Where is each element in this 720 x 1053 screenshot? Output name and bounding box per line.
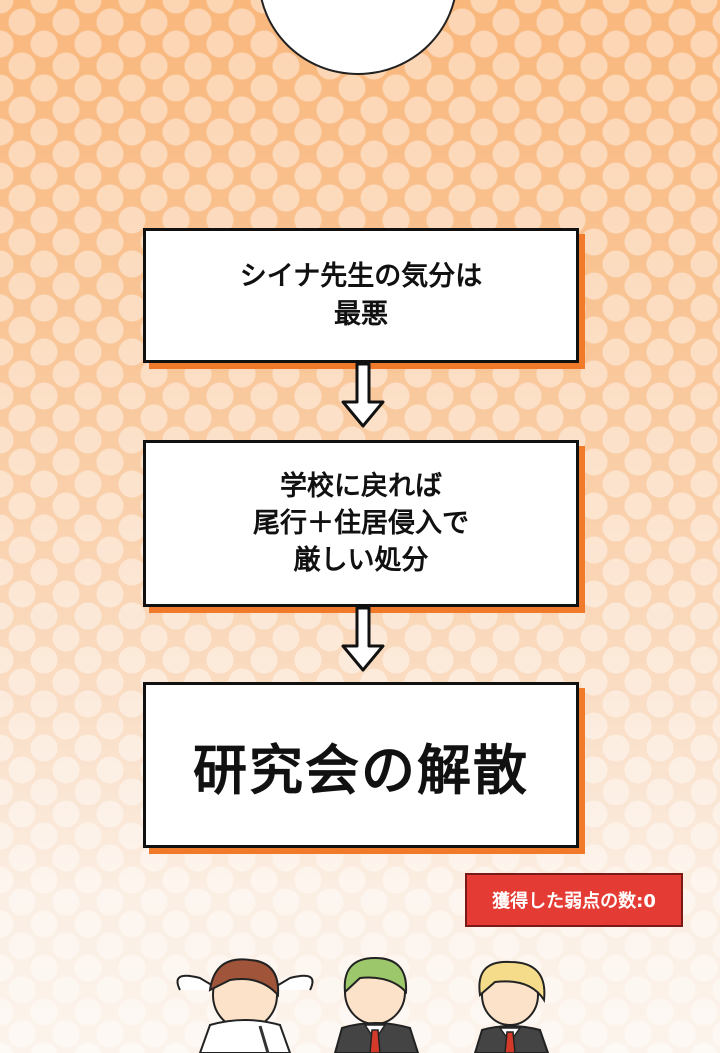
down-arrow-icon xyxy=(341,362,385,428)
flow-step-2-line-2: 尾行＋住居侵入で xyxy=(253,508,469,539)
flow-step-1-line-2: 最悪 xyxy=(334,298,388,330)
flow-step-2-line-1: 学校に戻れば xyxy=(280,471,442,502)
down-arrow-icon xyxy=(341,606,385,672)
weakness-counter-badge: 獲得した弱点の数:0 xyxy=(465,873,683,927)
flow-step-3-text: 研究会の解散 xyxy=(193,737,529,802)
flow-step-1: シイナ先生の気分は 最悪 xyxy=(143,228,579,363)
flow-step-3: 研究会の解散 xyxy=(143,682,579,848)
character-left xyxy=(176,958,314,1053)
flow-step-2: 学校に戻れば 尾行＋住居侵入で 厳しい処分 xyxy=(143,440,579,607)
flow-step-1-line-1: シイナ先生の気分は xyxy=(239,260,483,292)
flow-step-2-line-3: 厳しい処分 xyxy=(293,545,429,576)
character-right xyxy=(473,960,550,1053)
characters-illustration xyxy=(176,956,550,1053)
weakness-counter-label: 獲得した弱点の数:0 xyxy=(492,891,656,912)
character-middle xyxy=(333,956,420,1053)
